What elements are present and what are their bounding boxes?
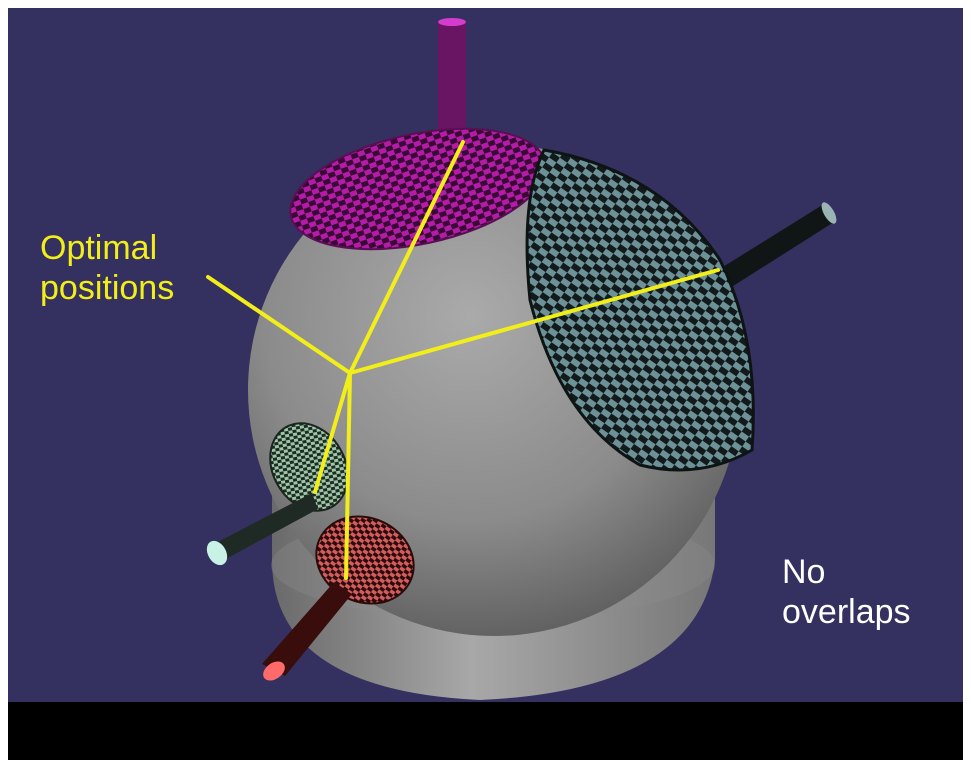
- optimal-label-line1: Optimal: [40, 228, 174, 268]
- optimal-positions-label: Optimal positions: [40, 228, 174, 308]
- bottom-bar: [8, 702, 963, 760]
- overlaps-label-line2: overlaps: [782, 592, 911, 632]
- optimal-label-line2: positions: [40, 268, 174, 308]
- no-overlaps-label: No overlaps: [782, 552, 911, 632]
- overlaps-label-line1: No: [782, 552, 911, 592]
